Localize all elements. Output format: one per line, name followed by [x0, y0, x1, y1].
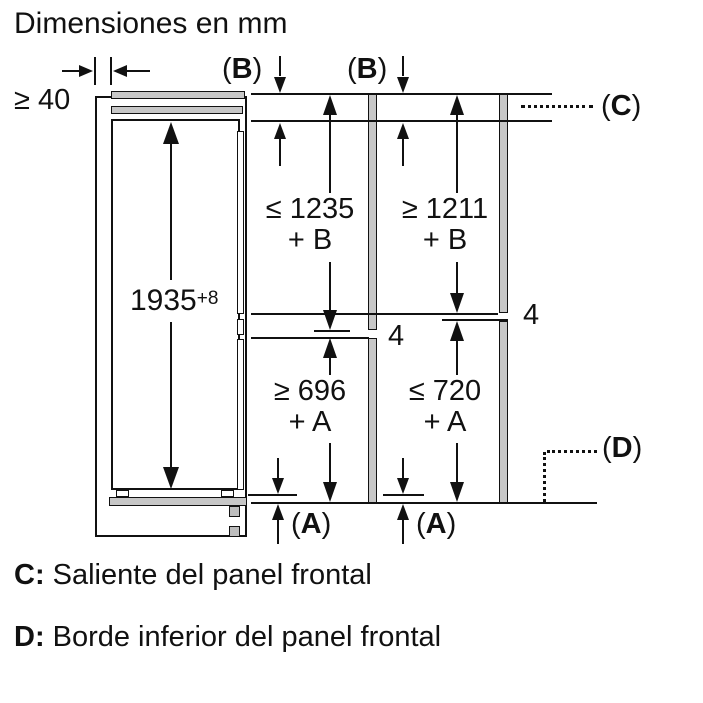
upper-left-dim-arrow-down: [323, 310, 337, 330]
top-clearance-label: ≥ 40: [14, 84, 71, 116]
foot-left: [116, 490, 129, 497]
callout-d: (D): [602, 432, 643, 464]
a-left-arrow-down: [272, 478, 284, 494]
appliance-outline: [111, 119, 240, 490]
a-left-arrow-up-line: [277, 518, 279, 544]
b-right-arrow-down: [397, 77, 409, 93]
b-right-arrow-line: [402, 56, 404, 76]
callout-a-right: (A): [416, 508, 457, 540]
callout-c: (C): [601, 90, 642, 122]
d-leader-dotted-hline: [547, 450, 597, 453]
lower-left-dim-line-top: [329, 356, 331, 375]
callout-b-left: (B): [222, 53, 263, 85]
right-bottom-tick: [383, 494, 424, 496]
b-left-arrow-up-line: [279, 138, 281, 166]
legend-c: C:Saliente del panel frontal: [14, 559, 372, 591]
right-joint-gap-label: 4: [523, 299, 540, 331]
b-left-arrow-up: [274, 123, 286, 139]
a-right-arrow-up: [397, 504, 409, 520]
upper-right-dim-arrow-down: [450, 293, 464, 313]
appliance-height-label: 1935+8: [130, 284, 219, 317]
a-left-arrow-down-line: [277, 458, 279, 480]
upper-right-dim-arrow-up: [450, 95, 464, 115]
niche-bottom-line: [251, 502, 597, 504]
clearance-dim-line-right: [127, 70, 150, 72]
a-right-arrow-down: [397, 478, 409, 494]
lower-right-dim-arrow-down: [450, 482, 464, 502]
appliance-door-joint: [237, 319, 244, 335]
c-leader-dotted-line: [521, 105, 593, 108]
lower-right-dim-arrow-up: [450, 321, 464, 341]
b-left-arrow-line: [279, 56, 281, 76]
height-dim-line-upper: [170, 140, 172, 280]
upper-left-dim-arrow-up: [323, 95, 337, 115]
niche-top-line: [251, 93, 552, 95]
left-joint-gap-label: 4: [388, 320, 405, 352]
upper-left-dim-line-bottom: [329, 262, 331, 312]
clearance-dim-line-left: [62, 70, 80, 72]
left-panel-upper: [368, 93, 377, 330]
lower-left-dim-arrow-down: [323, 482, 337, 502]
lower-right-dim-line-bottom: [456, 443, 458, 483]
b-left-arrow-down: [274, 77, 286, 93]
partition-upper-line: [251, 313, 498, 315]
left-joint-tick: [314, 330, 350, 332]
callout-b-right: (B): [347, 53, 388, 85]
height-dim-arrow-down: [163, 467, 179, 489]
legend-d: D:Borde inferior del panel frontal: [14, 621, 442, 653]
plinth-strip: [109, 497, 247, 506]
left-bottom-tick: [248, 494, 297, 496]
hinge-upper: [229, 506, 240, 517]
panel-overhang-line: [251, 120, 552, 122]
upper-left-dim-line-top: [329, 113, 331, 193]
upper-right-door-label: ≥ 1211 + B: [401, 193, 489, 256]
clearance-arrow-right: [79, 65, 93, 77]
right-panel-lower: [499, 321, 508, 504]
upper-left-door-label: ≤ 1235 + B: [265, 193, 355, 256]
a-left-arrow-up: [272, 504, 284, 520]
lower-left-dim-line-bottom: [329, 443, 331, 483]
a-right-arrow-up-line: [402, 518, 404, 544]
vent-gap-strip: [111, 106, 243, 114]
d-leader-dotted-vline: [543, 452, 546, 502]
right-joint-tick: [442, 319, 508, 321]
clearance-tick-right: [110, 57, 112, 85]
clearance-arrow-left: [113, 65, 127, 77]
b-right-arrow-up: [397, 123, 409, 139]
partition-lower-line: [251, 337, 369, 339]
callout-a-left: (A): [291, 508, 332, 540]
a-right-arrow-down-line: [402, 458, 404, 480]
upper-right-dim-line-bottom: [456, 262, 458, 294]
hinge-lower: [229, 526, 240, 537]
left-panel-lower: [368, 338, 377, 504]
lower-right-dim-line-top: [456, 339, 458, 375]
lower-right-door-label: ≤ 720 + A: [408, 375, 482, 438]
appliance-door-lower: [237, 339, 244, 490]
foot-right: [221, 490, 234, 497]
lower-left-dim-arrow-up: [323, 338, 337, 358]
page-title: Dimensiones en mm: [14, 7, 288, 40]
right-panel-upper: [499, 93, 508, 313]
top-panel-strip: [111, 91, 245, 99]
lower-left-door-label: ≥ 696 + A: [273, 375, 347, 438]
height-tolerance: +8: [196, 288, 219, 309]
height-dim-arrow-up: [163, 122, 179, 144]
upper-right-dim-line-top: [456, 113, 458, 193]
clearance-tick-left: [94, 57, 96, 85]
b-right-arrow-up-line: [402, 138, 404, 166]
height-dim-line-lower: [170, 322, 172, 470]
appliance-door-upper: [237, 131, 244, 314]
